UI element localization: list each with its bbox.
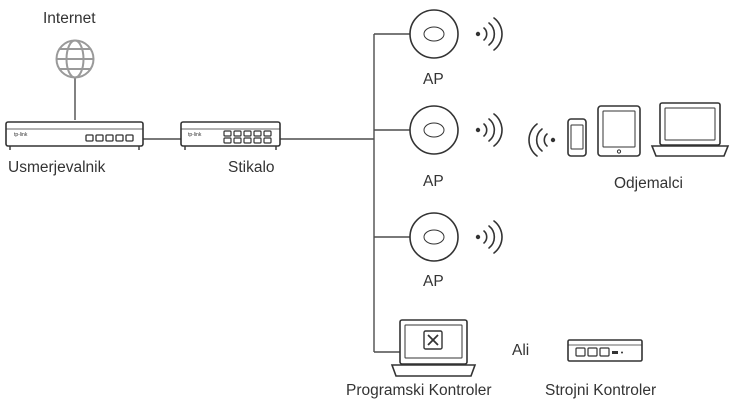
- or-label: Ali: [512, 342, 529, 360]
- connection-lines: [75, 34, 410, 352]
- hardware-controller-label: Strojni Kontroler: [545, 382, 656, 400]
- wifi-signal-icon: [477, 18, 502, 50]
- access-point-icon: [410, 106, 458, 154]
- ap-label: AP: [423, 273, 444, 291]
- tablet-icon: [598, 106, 640, 156]
- router-label: Usmerjevalnik: [8, 159, 105, 177]
- clients-label: Odjemalci: [614, 175, 683, 193]
- switch-logo: tp-link: [188, 132, 202, 138]
- wifi-signal-icon: [477, 114, 502, 146]
- globe-icon: [57, 41, 94, 78]
- software-controller-label: Programski Kontroler: [346, 382, 492, 400]
- access-point-icon: [410, 10, 458, 58]
- software-controller-icon: [392, 320, 475, 376]
- access-point-icon: [410, 213, 458, 261]
- switch-icon: tp-link: [181, 122, 280, 150]
- router-logo: tp-link: [14, 132, 28, 138]
- laptop-icon: [652, 103, 728, 156]
- internet-label: Internet: [43, 10, 96, 28]
- router-icon: tp-link: [6, 122, 143, 150]
- wifi-signal-icon: [529, 124, 554, 156]
- ap-label: AP: [423, 173, 444, 191]
- ap-label: AP: [423, 71, 444, 89]
- smartphone-icon: [568, 119, 586, 156]
- hardware-controller-icon: [568, 340, 642, 361]
- wifi-signal-icon: [477, 221, 502, 253]
- switch-label: Stikalo: [228, 159, 275, 177]
